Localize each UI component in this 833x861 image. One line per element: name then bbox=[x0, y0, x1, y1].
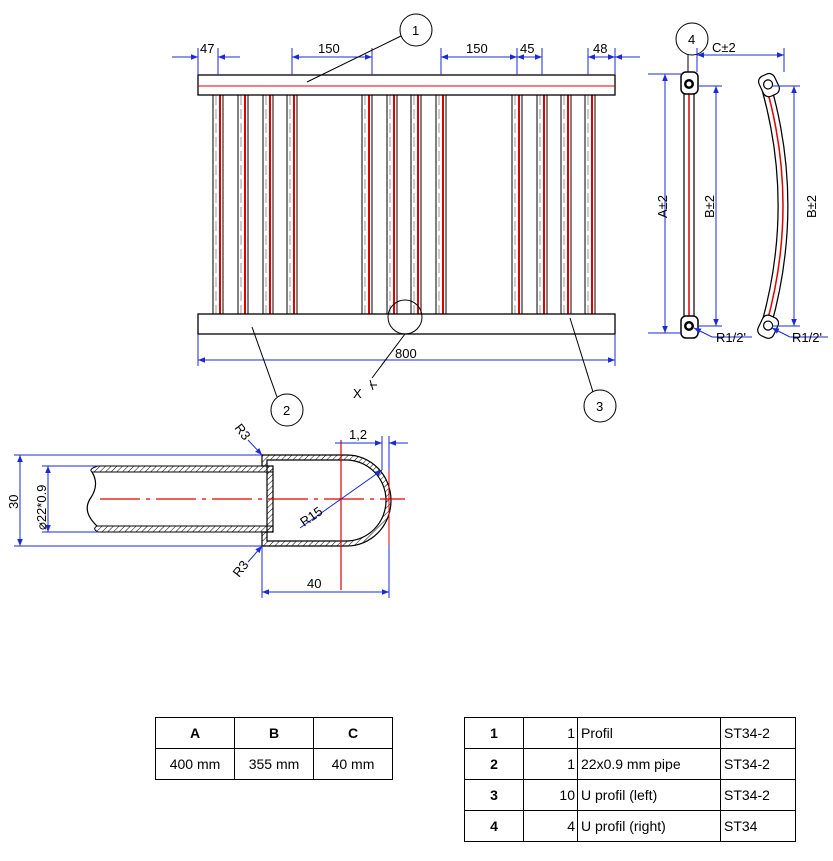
table-row: 4 4 U profil (right) ST34 bbox=[464, 810, 796, 842]
dim-header-b: B bbox=[234, 717, 314, 749]
dim-detail-r3-bottom: R3 bbox=[230, 558, 252, 580]
dim-header-a: A bbox=[155, 717, 235, 749]
svg-text:2: 2 bbox=[283, 403, 290, 418]
balloon-3: 3 bbox=[569, 317, 617, 423]
dim-value-a: 400 mm bbox=[155, 748, 235, 780]
overall-width-dimension bbox=[197, 334, 616, 366]
part-material: ST34-2 bbox=[720, 779, 796, 811]
detail-x-label: X bbox=[353, 386, 362, 401]
dimensions-table: A B C 400 mm 355 mm 40 mm bbox=[155, 717, 393, 780]
dim-c: C±2 bbox=[712, 40, 736, 55]
part-description: U profil (right) bbox=[577, 810, 721, 842]
detail-section bbox=[86, 440, 405, 590]
detail-dims bbox=[14, 436, 408, 598]
dim-a: A±2 bbox=[655, 195, 670, 218]
dim-thread-1: R1/2' bbox=[716, 330, 746, 345]
part-position: 3 bbox=[464, 779, 524, 811]
dim-value-b: 355 mm bbox=[234, 748, 314, 780]
side-view-straight bbox=[680, 71, 699, 339]
dim-detail-r15: R15 bbox=[297, 503, 325, 529]
dim-b-curved: B±2 bbox=[804, 195, 819, 218]
table-row: 3 10 U profil (left) ST34-2 bbox=[464, 779, 796, 811]
balloon-2: 2 bbox=[251, 326, 304, 427]
dim-detail-30: 30 bbox=[6, 495, 21, 509]
part-material: ST34-2 bbox=[720, 748, 796, 780]
part-material: ST34-2 bbox=[720, 717, 796, 749]
balloon-1: 1 bbox=[306, 13, 433, 83]
svg-text:4: 4 bbox=[688, 32, 695, 47]
parts-table: 1 1 Profil ST34-2 2 1 22x0.9 mm pipe ST3… bbox=[464, 717, 796, 842]
svg-text:1: 1 bbox=[412, 23, 419, 38]
part-position: 1 bbox=[464, 717, 524, 749]
part-position: 2 bbox=[464, 748, 524, 780]
top-dimension-chain bbox=[172, 48, 640, 75]
dim-top-47: 47 bbox=[200, 41, 214, 56]
bottom-profile bbox=[197, 313, 616, 335]
side-view-straight-dims bbox=[648, 48, 785, 338]
part-material: ST34 bbox=[720, 810, 796, 842]
dim-detail-r3-top: R3 bbox=[232, 421, 254, 443]
dim-detail-40: 40 bbox=[307, 576, 321, 591]
front-view bbox=[197, 74, 616, 335]
dim-top-48: 48 bbox=[593, 41, 607, 56]
part-quantity: 1 bbox=[523, 717, 578, 749]
side-view-curved bbox=[757, 72, 789, 339]
part-description: Profil bbox=[577, 717, 721, 749]
detail-x-arrow-icon bbox=[369, 379, 377, 391]
table-row: 2 1 22x0.9 mm pipe ST34-2 bbox=[464, 748, 796, 780]
part-description: U profil (left) bbox=[577, 779, 721, 811]
dimensions-table-header: A B C bbox=[155, 717, 393, 749]
side-view-curved-dims bbox=[771, 85, 828, 338]
part-description: 22x0.9 mm pipe bbox=[577, 748, 721, 780]
dim-overall-width: 800 bbox=[395, 346, 417, 361]
part-quantity: 4 bbox=[523, 810, 578, 842]
dim-top-150-right: 150 bbox=[466, 41, 488, 56]
vertical-tubes bbox=[212, 95, 596, 314]
dim-b-straight: B±2 bbox=[702, 195, 717, 218]
top-profile bbox=[197, 74, 616, 96]
dim-detail-diameter: ⌀22*0.9 bbox=[34, 485, 49, 530]
dim-value-c: 40 mm bbox=[313, 748, 393, 780]
dim-header-c: C bbox=[313, 717, 393, 749]
dim-detail-1-2: 1,2 bbox=[349, 427, 367, 442]
svg-text:3: 3 bbox=[596, 399, 603, 414]
detail-x-leader bbox=[371, 333, 406, 379]
balloon-4: 4 bbox=[675, 22, 709, 76]
pipe-break-line bbox=[86, 471, 98, 527]
dimensions-table-row: 400 mm 355 mm 40 mm bbox=[155, 748, 393, 780]
part-quantity: 1 bbox=[523, 748, 578, 780]
part-position: 4 bbox=[464, 810, 524, 842]
part-quantity: 10 bbox=[523, 779, 578, 811]
dim-top-45: 45 bbox=[520, 41, 534, 56]
dim-top-150-left: 150 bbox=[318, 41, 340, 56]
table-row: 1 1 Profil ST34-2 bbox=[464, 717, 796, 749]
dim-thread-2: R1/2' bbox=[792, 330, 822, 345]
